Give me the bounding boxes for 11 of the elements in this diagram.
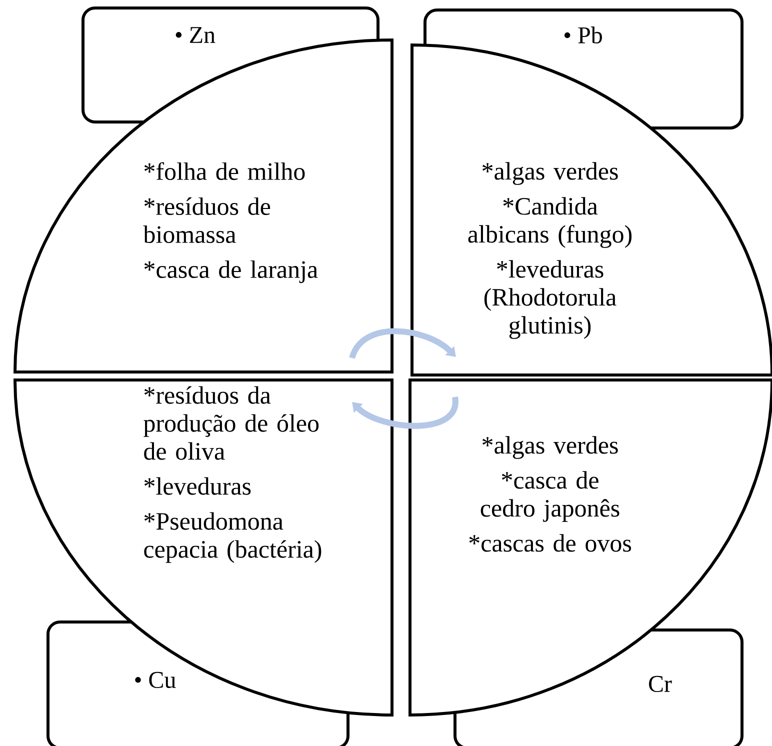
node-label: *casca de cedro japonês: [480, 471, 620, 522]
node-label: *Candida albicans (fungo): [468, 197, 632, 248]
cycle-arrow: [352, 396, 458, 429]
node-label: *resíduos da produção de óleo de oliva: [144, 386, 319, 460]
node-label: *Pseudomona cepacia (bactéria): [144, 512, 322, 563]
node-label: *cascas de ovos: [469, 534, 632, 552]
cycle-arrow: [349, 328, 456, 360]
node-label: *leveduras: [144, 477, 251, 495]
node-label: *leveduras (Rhodotorula glutinis): [484, 260, 616, 339]
node-label: *algas verdes: [482, 436, 618, 459]
node-label: *algas verdes: [482, 162, 618, 185]
